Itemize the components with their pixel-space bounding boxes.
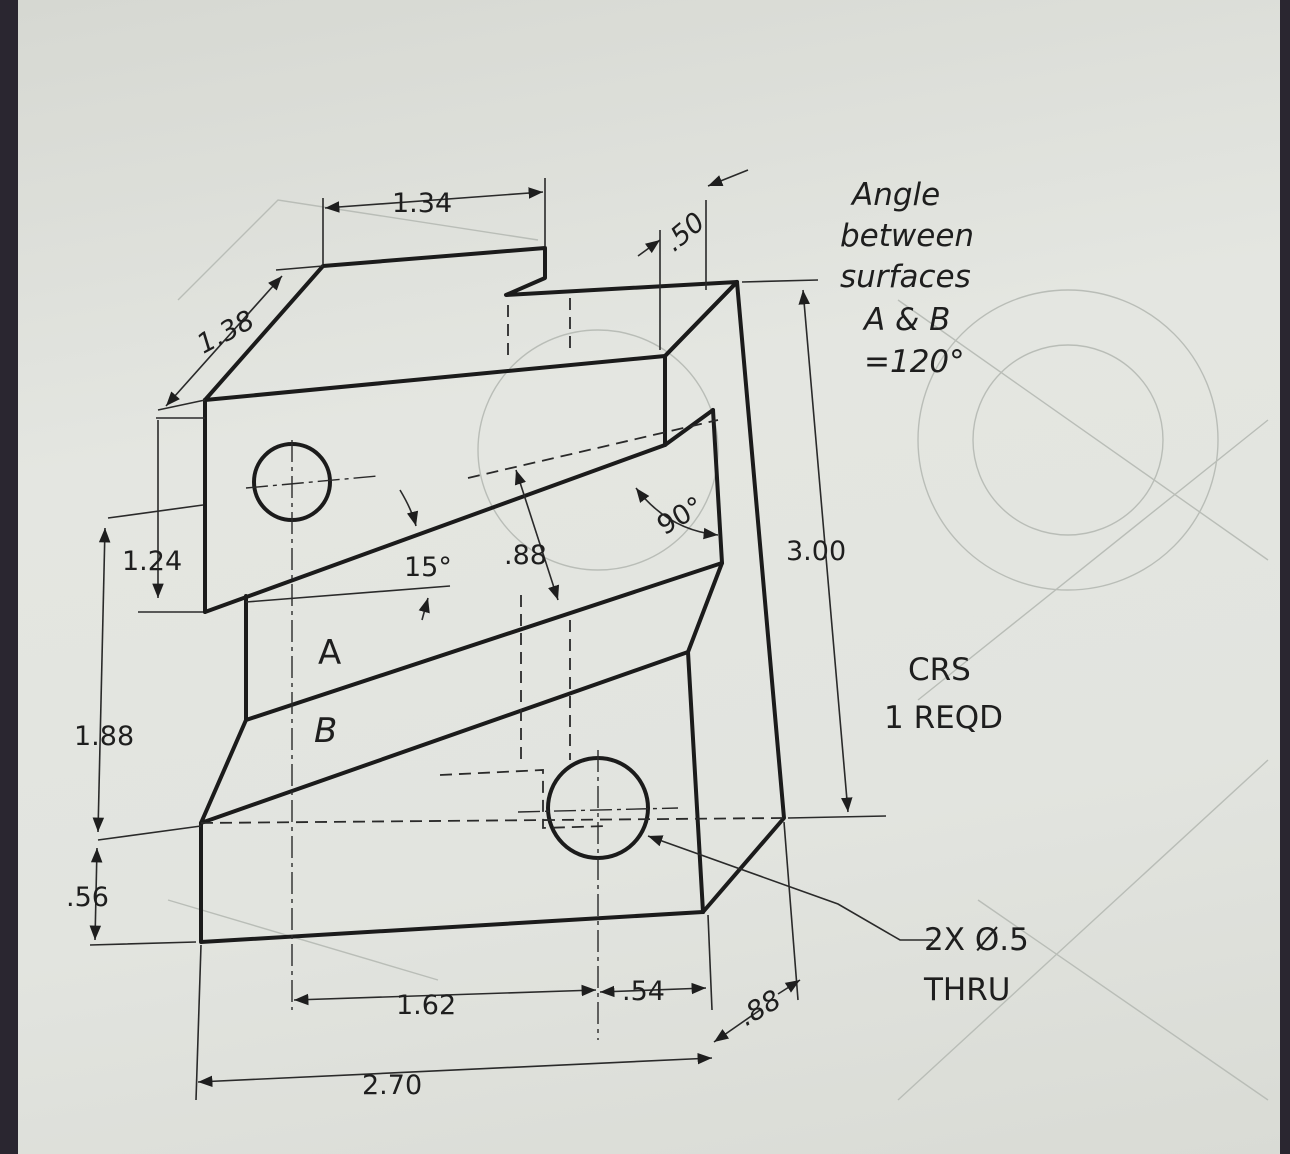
dim-1-24: 1.24 [122, 546, 182, 577]
base-block [199, 821, 705, 944]
dim-2-70: 2.70 [362, 1070, 422, 1101]
dim-1-88: 1.88 [74, 721, 134, 752]
hole-callout: 2X Ø.5 [924, 922, 1029, 958]
angle-note-line3: surfaces [840, 259, 971, 295]
dim-3-00: 3.00 [786, 536, 846, 567]
surface-a-label: A [318, 633, 341, 673]
dim-90-deg: 90° [652, 491, 709, 542]
angle-note-line5: =120° [864, 344, 965, 380]
slant-edge-1 [203, 408, 715, 614]
angle-note-line2: between [840, 218, 974, 254]
quantity-note: 1 REQD [884, 700, 1003, 736]
upper-front-face [203, 354, 667, 447]
object-outline [199, 246, 786, 944]
angle-note-line4: A & B [862, 302, 950, 338]
center-lines [245, 440, 679, 1040]
background-linework [167, 199, 1269, 1101]
top-right-edge [663, 280, 739, 358]
dim-1-34: 1.34 [392, 188, 452, 219]
surface-b-label: B [314, 711, 337, 751]
material-note: CRS [908, 652, 971, 688]
hole-thru-note: THRU [923, 972, 1010, 1008]
dim-15-deg: 15° [404, 552, 452, 583]
surface-b-outline [199, 650, 690, 825]
dimension-texts: 1.34 1.38 .50 1.24 15° .88 90° 3.00 1.88… [66, 188, 846, 1101]
drawing-sheet: 1.34 1.38 .50 1.24 15° .88 90° 3.00 1.88… [18, 0, 1280, 1154]
dim-0-88-slot: .88 [504, 540, 547, 571]
hidden-lines [200, 298, 785, 829]
isometric-drawing: 1.34 1.38 .50 1.24 15° .88 90° 3.00 1.88… [66, 169, 1269, 1101]
dim-1-62: 1.62 [396, 990, 456, 1021]
top-face [203, 246, 739, 402]
dim-0-56: .56 [66, 882, 109, 913]
dim-0-54: .54 [622, 976, 665, 1007]
angle-note: Angle between surfaces A & B =120° [840, 177, 974, 380]
right-step-edge [686, 408, 724, 914]
dim-0-88-thickness: .88 [734, 984, 787, 1032]
dim-0-50: .50 [658, 207, 711, 258]
right-edge [701, 280, 786, 914]
dimension-lines [89, 169, 933, 1101]
angle-note-line1: Angle [850, 177, 940, 213]
